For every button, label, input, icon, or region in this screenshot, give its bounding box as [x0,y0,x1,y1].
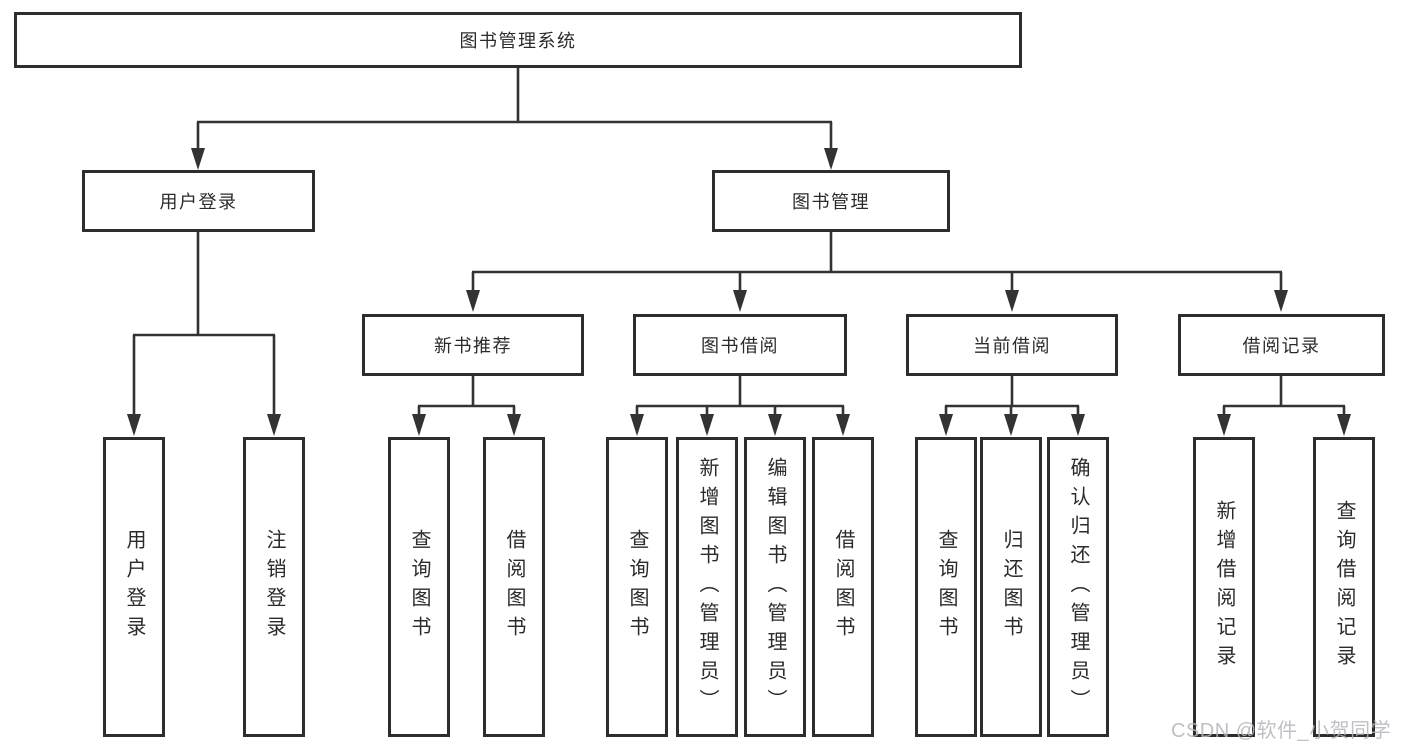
arrow-down-icon [412,414,426,436]
connector-new-book-recommend-group [412,375,521,436]
node-cb-confirm-return-admin: 确认归还（管理员） [1047,437,1109,737]
arrow-down-icon [507,414,521,436]
connector-current-borrowing-group [939,375,1085,436]
arrow-down-icon [1274,290,1288,312]
node-bb-add-books-admin: 新增图书（管理员） [676,437,738,737]
arrow-down-icon [1071,414,1085,436]
arrow-down-icon [466,290,480,312]
node-bb-edit-books-admin: 编辑图书（管理员） [744,437,806,737]
arrow-down-icon [733,290,747,312]
arrow-down-icon [630,414,644,436]
node-user-login: 用户登录 [82,170,315,232]
node-nbr-borrow-books: 借阅图书 [483,437,545,737]
arrow-down-icon [267,414,281,436]
node-library-management-system: 图书管理系统 [14,12,1022,68]
arrow-down-icon [824,148,838,170]
connector-user-login-group [127,232,281,436]
node-cb-return-books: 归还图书 [980,437,1042,737]
node-user-login-leaf: 用户登录 [103,437,165,737]
arrow-down-icon [127,414,141,436]
node-bb-borrow-books: 借阅图书 [812,437,874,737]
node-new-book-recommend: 新书推荐 [362,314,584,376]
arrow-down-icon [1004,414,1018,436]
connector-book-borrowing-group [630,375,850,436]
node-br-query-record: 查询借阅记录 [1313,437,1375,737]
arrow-down-icon [1337,414,1351,436]
node-book-management: 图书管理 [712,170,950,232]
node-current-borrowing: 当前借阅 [906,314,1118,376]
csdn-watermark: CSDN @软件_小贺同学 [1171,720,1392,742]
connector-borrowing-records-group [1217,375,1351,436]
arrow-down-icon [1217,414,1231,436]
arrow-down-icon [939,414,953,436]
node-bb-query-books: 查询图书 [606,437,668,737]
arrow-down-icon [768,414,782,436]
node-borrowing-records: 借阅记录 [1178,314,1385,376]
arrow-down-icon [836,414,850,436]
connector-book-management-to-level3 [466,232,1288,312]
arrow-down-icon [1005,290,1019,312]
arrow-down-icon [191,148,205,170]
node-br-add-record: 新增借阅记录 [1193,437,1255,737]
node-nbr-query-books: 查询图书 [388,437,450,737]
node-book-borrowing: 图书借阅 [633,314,847,376]
node-logout: 注销登录 [243,437,305,737]
connector-root-to-level2 [191,68,838,170]
arrow-down-icon [700,414,714,436]
node-cb-query-books: 查询图书 [915,437,977,737]
